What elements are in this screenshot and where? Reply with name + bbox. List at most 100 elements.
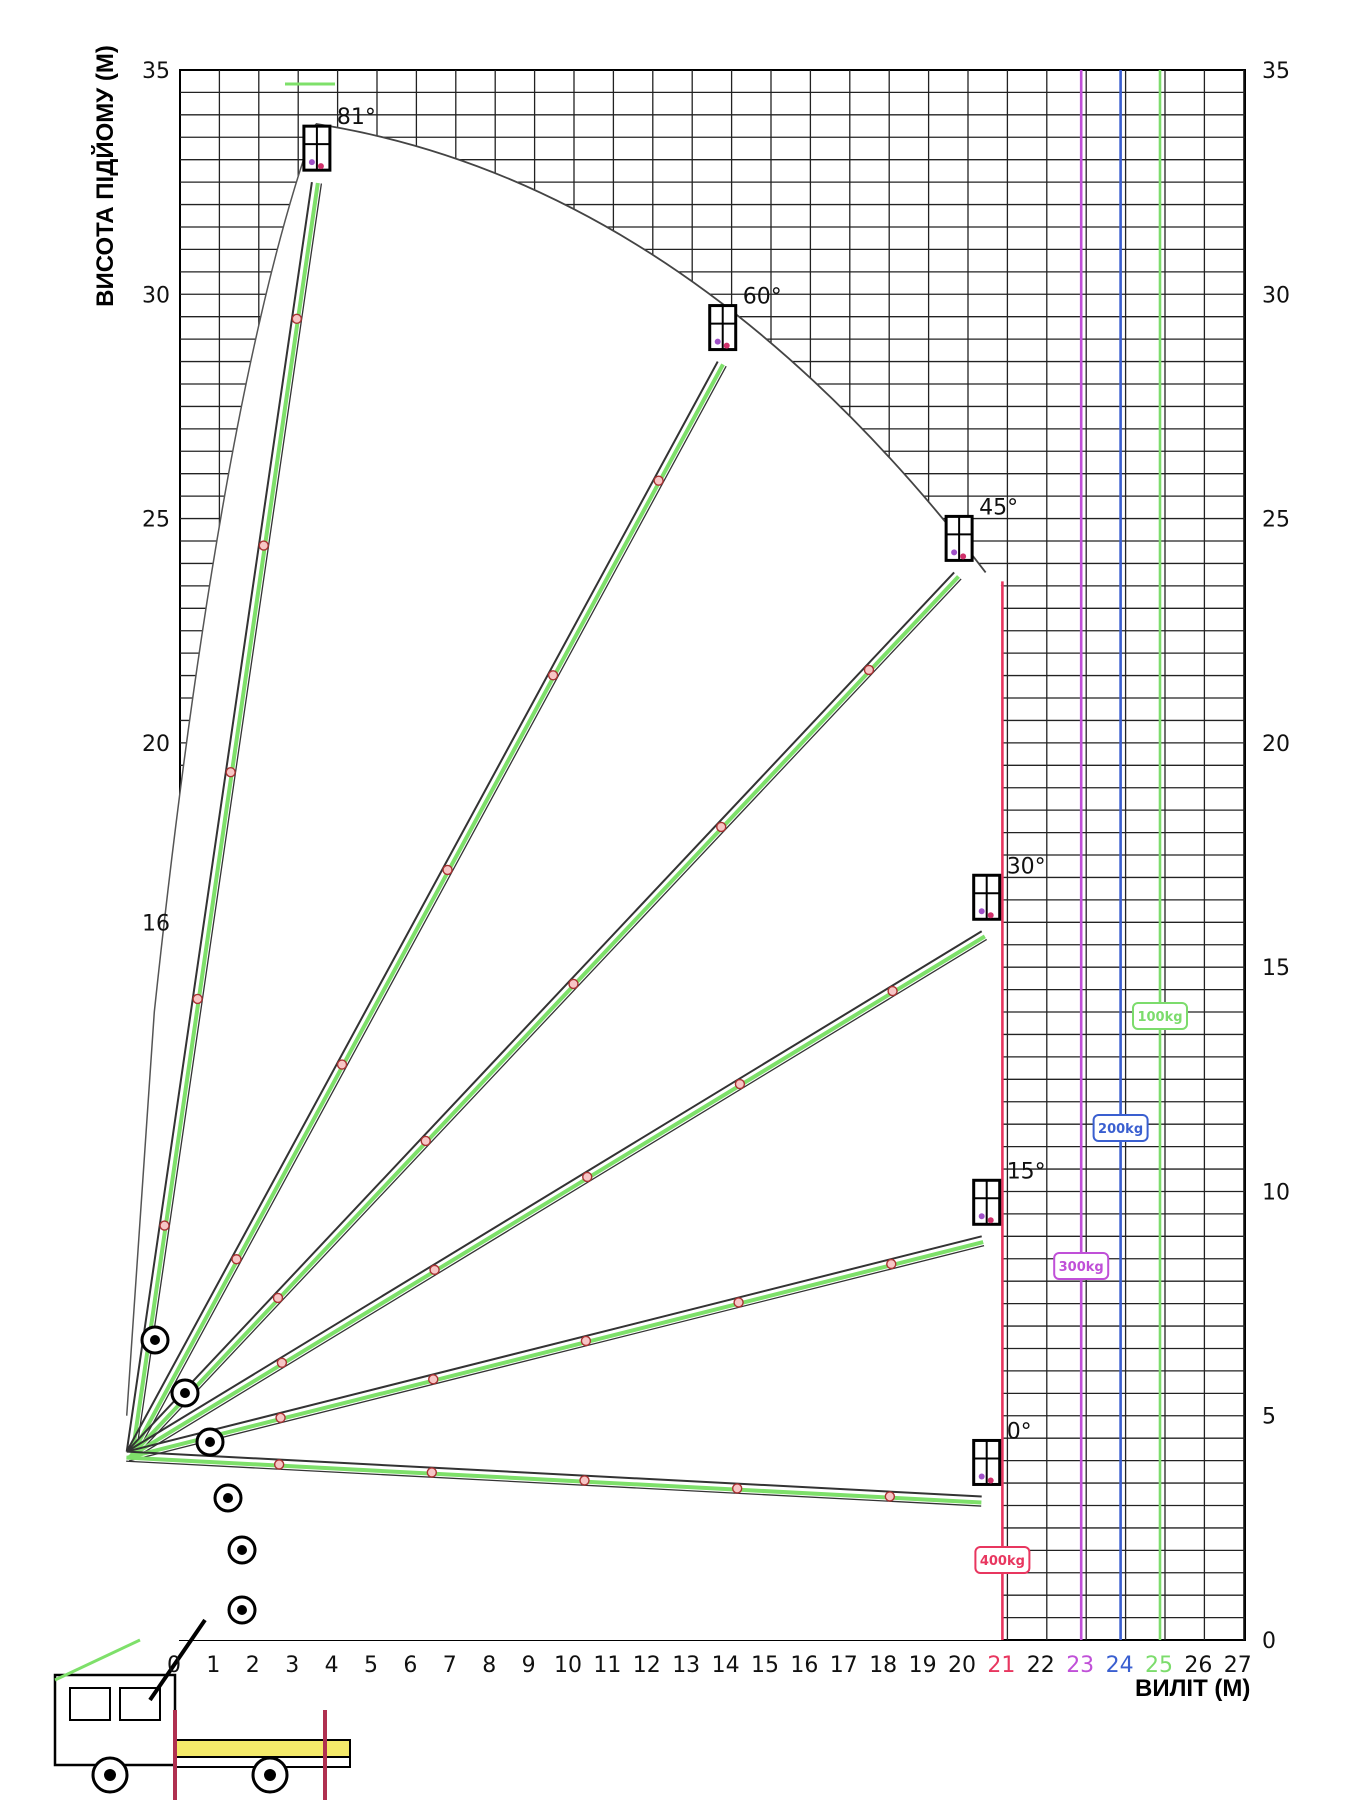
right-tick-label: 25 bbox=[1262, 508, 1290, 533]
boom-arm-edge bbox=[128, 1244, 985, 1462]
operator-icon bbox=[987, 1477, 994, 1484]
boom-arm-edge bbox=[126, 1460, 982, 1507]
boom-joint bbox=[336, 1059, 348, 1070]
x-tick-label: 6 bbox=[403, 1653, 417, 1678]
boom-joint bbox=[442, 864, 453, 876]
boom-joint bbox=[192, 993, 203, 1005]
slewing-wheel-hub bbox=[205, 1437, 215, 1447]
x-tick-label: 25 bbox=[1145, 1653, 1173, 1678]
boom-joint bbox=[547, 670, 559, 681]
boom-base bbox=[148, 1618, 207, 1702]
boom-arm-outline bbox=[125, 571, 955, 1453]
boom-joint bbox=[426, 1467, 438, 1478]
boom-joint bbox=[225, 767, 236, 778]
boom-arm-edge bbox=[131, 938, 988, 1461]
load-limit-badge bbox=[1053, 1252, 1110, 1280]
load-limit-label: 300kg bbox=[1059, 1260, 1104, 1275]
boom-arm-edge bbox=[134, 365, 727, 1457]
operator-icon bbox=[951, 549, 958, 556]
boom-0deg: 0° bbox=[126, 1419, 1032, 1507]
x-tick-label: 9 bbox=[522, 1653, 536, 1678]
load-limit-badge bbox=[1092, 1114, 1149, 1142]
left-tick-label: 25 bbox=[142, 508, 170, 533]
boom-arm bbox=[128, 934, 986, 1459]
boom-joint bbox=[733, 1297, 744, 1308]
x-tick-label: 8 bbox=[482, 1653, 496, 1678]
operator-icon bbox=[978, 1213, 985, 1220]
load-limit-badge bbox=[1132, 1002, 1188, 1030]
x-tick-label: 10 bbox=[554, 1653, 582, 1678]
boom-30deg: 30° bbox=[126, 854, 1046, 1461]
boom-angle-label: 30° bbox=[1007, 854, 1046, 879]
boom-joint bbox=[429, 1264, 440, 1276]
slewing-wheel-hub bbox=[223, 1493, 233, 1503]
boom-joint bbox=[272, 1292, 284, 1304]
operator-icon bbox=[714, 338, 721, 345]
slewing-wheel-hub bbox=[180, 1388, 190, 1398]
x-tick-label: 1 bbox=[206, 1653, 220, 1678]
boom-joint bbox=[580, 1335, 592, 1347]
left-tick-label: 30 bbox=[142, 283, 170, 308]
x-tick-label: 26 bbox=[1184, 1653, 1212, 1678]
load-limit-label: 100kg bbox=[1137, 1010, 1182, 1025]
x-tick-label: 16 bbox=[790, 1653, 818, 1678]
boom-joint bbox=[568, 978, 579, 990]
left-tick-label: 20 bbox=[142, 732, 170, 757]
right-tick-label: 30 bbox=[1262, 283, 1290, 308]
boom-angle-label: 0° bbox=[1007, 1419, 1032, 1444]
load-limit-label: 200kg bbox=[1098, 1122, 1143, 1137]
boom-joint bbox=[420, 1135, 431, 1147]
boom-joint bbox=[863, 664, 875, 676]
boom-arm-edge bbox=[133, 578, 962, 1459]
x-tick-label: 4 bbox=[325, 1653, 339, 1678]
operator-icon bbox=[317, 163, 324, 170]
boom-angle-label: 15° bbox=[1007, 1159, 1046, 1184]
y-axis-title: ВИСОТА ПІДЙОМУ (М) bbox=[92, 45, 119, 307]
boom-arm bbox=[127, 1240, 984, 1460]
boom-joint bbox=[716, 821, 727, 833]
operator-icon bbox=[960, 553, 967, 560]
boom-angle-label: 81° bbox=[337, 105, 376, 130]
truck-wheel-hub bbox=[264, 1769, 276, 1781]
x-tick-label: 3 bbox=[285, 1653, 299, 1678]
boom-arm-outline bbox=[125, 181, 313, 1452]
operator-icon bbox=[723, 342, 730, 349]
x-tick-label: 18 bbox=[869, 1653, 897, 1678]
x-tick-label: 19 bbox=[909, 1653, 937, 1678]
envelope-arc bbox=[315, 122, 987, 573]
x-tick-label: 7 bbox=[443, 1653, 457, 1678]
boom-joint bbox=[653, 475, 664, 486]
x-tick-label: 5 bbox=[364, 1653, 378, 1678]
slewing-wheel-hub bbox=[237, 1545, 247, 1555]
boom-joint bbox=[276, 1357, 288, 1368]
x-tick-label: 17 bbox=[830, 1653, 858, 1678]
boom-joint bbox=[159, 1220, 170, 1231]
boom-joint bbox=[428, 1374, 439, 1385]
slewing-wheel-hub bbox=[237, 1605, 247, 1615]
x-tick-label: 13 bbox=[672, 1653, 700, 1678]
operator-icon bbox=[978, 1473, 985, 1480]
boom-angle-label: 45° bbox=[979, 495, 1018, 520]
right-tick-label: 5 bbox=[1262, 1405, 1276, 1430]
x-tick-label: 14 bbox=[712, 1653, 740, 1678]
boom-arm-outline bbox=[126, 1450, 982, 1498]
rest-boom bbox=[54, 1638, 141, 1682]
x-tick-label: 23 bbox=[1066, 1653, 1094, 1678]
boom-joint bbox=[886, 1258, 897, 1270]
boom-joint bbox=[291, 313, 303, 325]
boom-joint bbox=[582, 1171, 593, 1183]
right-tick-label: 15 bbox=[1262, 956, 1290, 981]
right-tick-label: 0 bbox=[1262, 1629, 1276, 1654]
truck-icon bbox=[53, 1618, 351, 1800]
boom-arm bbox=[129, 575, 960, 1458]
x-tick-label: 22 bbox=[1027, 1653, 1055, 1678]
x-tick-label: 12 bbox=[633, 1653, 661, 1678]
boom-joint bbox=[884, 1491, 896, 1502]
boom-arm bbox=[126, 1455, 982, 1505]
operator-icon bbox=[978, 908, 985, 915]
boom-45deg: 45° bbox=[125, 495, 1018, 1459]
boom-arm-edge bbox=[135, 183, 323, 1454]
working-envelope bbox=[125, 122, 1002, 1640]
